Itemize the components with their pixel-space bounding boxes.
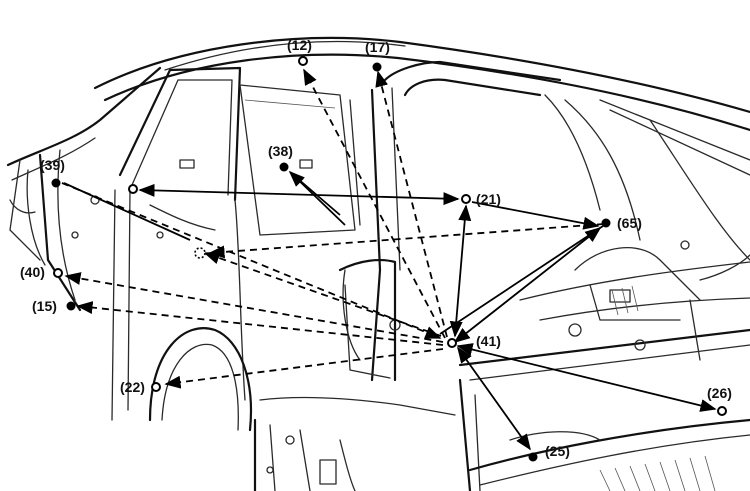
car-body-outline	[6, 36, 750, 491]
arrow-39-hidden	[63, 182, 191, 241]
label-15: (15)	[32, 298, 57, 314]
point-17	[372, 62, 382, 72]
label-39: (39)	[40, 157, 65, 173]
point-22	[151, 382, 161, 392]
arrow-41-17	[375, 70, 448, 338]
arrow-41-40	[64, 272, 444, 343]
arrow-41-21	[449, 204, 472, 338]
point-25	[528, 452, 538, 462]
label-22: (22)	[120, 379, 145, 395]
arrow-39-41	[61, 182, 442, 339]
point-65	[601, 218, 611, 228]
label-25: (25)	[545, 443, 570, 459]
point-41	[447, 338, 457, 348]
label-17: (17)	[365, 39, 390, 55]
label-65: (65)	[617, 215, 642, 231]
reference-points	[51, 56, 727, 462]
arrow-65-hub	[439, 225, 604, 335]
point-col	[128, 184, 138, 194]
point-12	[298, 56, 308, 66]
arrow-41-12	[303, 68, 446, 339]
arrow-21-65	[471, 201, 600, 230]
point-26	[717, 406, 727, 416]
arrow-41-25	[457, 346, 531, 451]
point-39	[51, 178, 61, 188]
point-21	[461, 194, 471, 204]
label-38: (38)	[268, 143, 293, 159]
arrow-41-26	[456, 343, 717, 412]
arrow-41-22	[164, 348, 444, 389]
point-15	[66, 301, 76, 311]
arrow-41-15	[76, 301, 444, 346]
arrow-65-hidden	[208, 223, 605, 259]
point-hidden	[194, 247, 206, 259]
measurement-arrows	[61, 68, 717, 451]
arrow-38b	[289, 171, 341, 216]
point-38	[279, 162, 289, 172]
point-40	[53, 268, 63, 278]
arrow-col-21	[138, 183, 460, 206]
label-26: (26)	[707, 385, 732, 401]
label-40: (40)	[20, 264, 45, 280]
point-labels: (12) (17) (38) (39) (21) (65) (40) (15) …	[20, 37, 732, 459]
label-12: (12)	[287, 37, 312, 53]
arrow-41-hidden	[203, 251, 442, 337]
label-41: (41)	[476, 333, 501, 349]
arrow-41-65	[453, 226, 602, 344]
label-21: (21)	[476, 191, 501, 207]
